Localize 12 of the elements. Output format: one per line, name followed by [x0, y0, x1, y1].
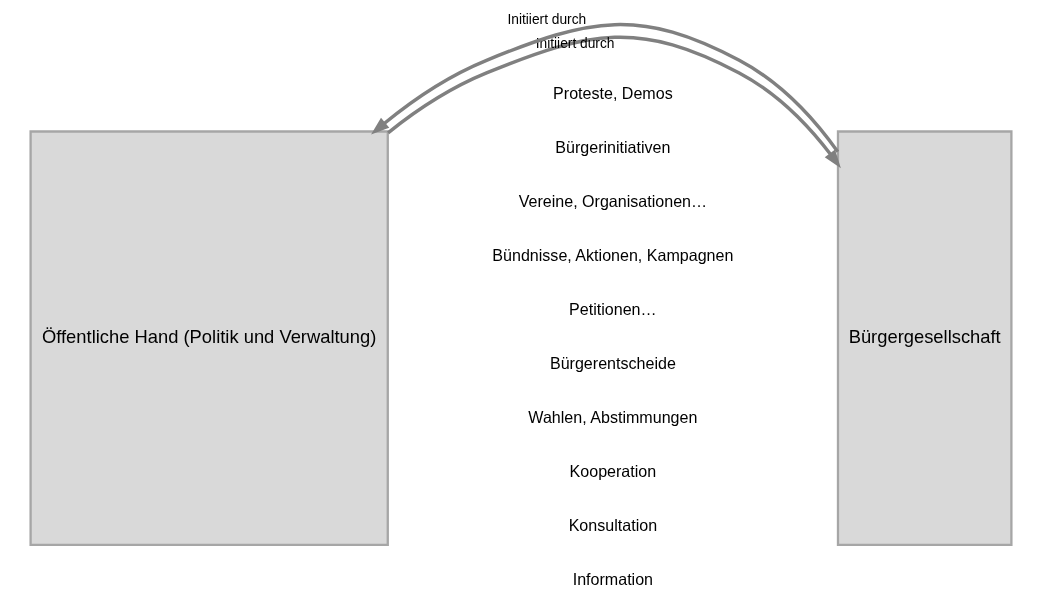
label: Bürgerinitiativen	[554, 137, 670, 156]
label: Vereine, Organisationen…	[518, 191, 707, 210]
label: Bündnisse, Aktionen, Kampagnen	[491, 245, 733, 264]
label: Proteste, Demos	[552, 84, 673, 102]
edge-label: Initiiert durch	[535, 36, 614, 52]
label: Wahlen, Abstimmungen	[527, 407, 697, 426]
label: Kooperation	[569, 461, 656, 480]
label: Konsultation	[568, 515, 657, 534]
edge-label: Initiiert durch	[506, 11, 586, 27]
label: Petitionen…	[568, 299, 657, 318]
label: Information	[572, 569, 653, 588]
label: Bürgerentscheide	[549, 353, 676, 372]
